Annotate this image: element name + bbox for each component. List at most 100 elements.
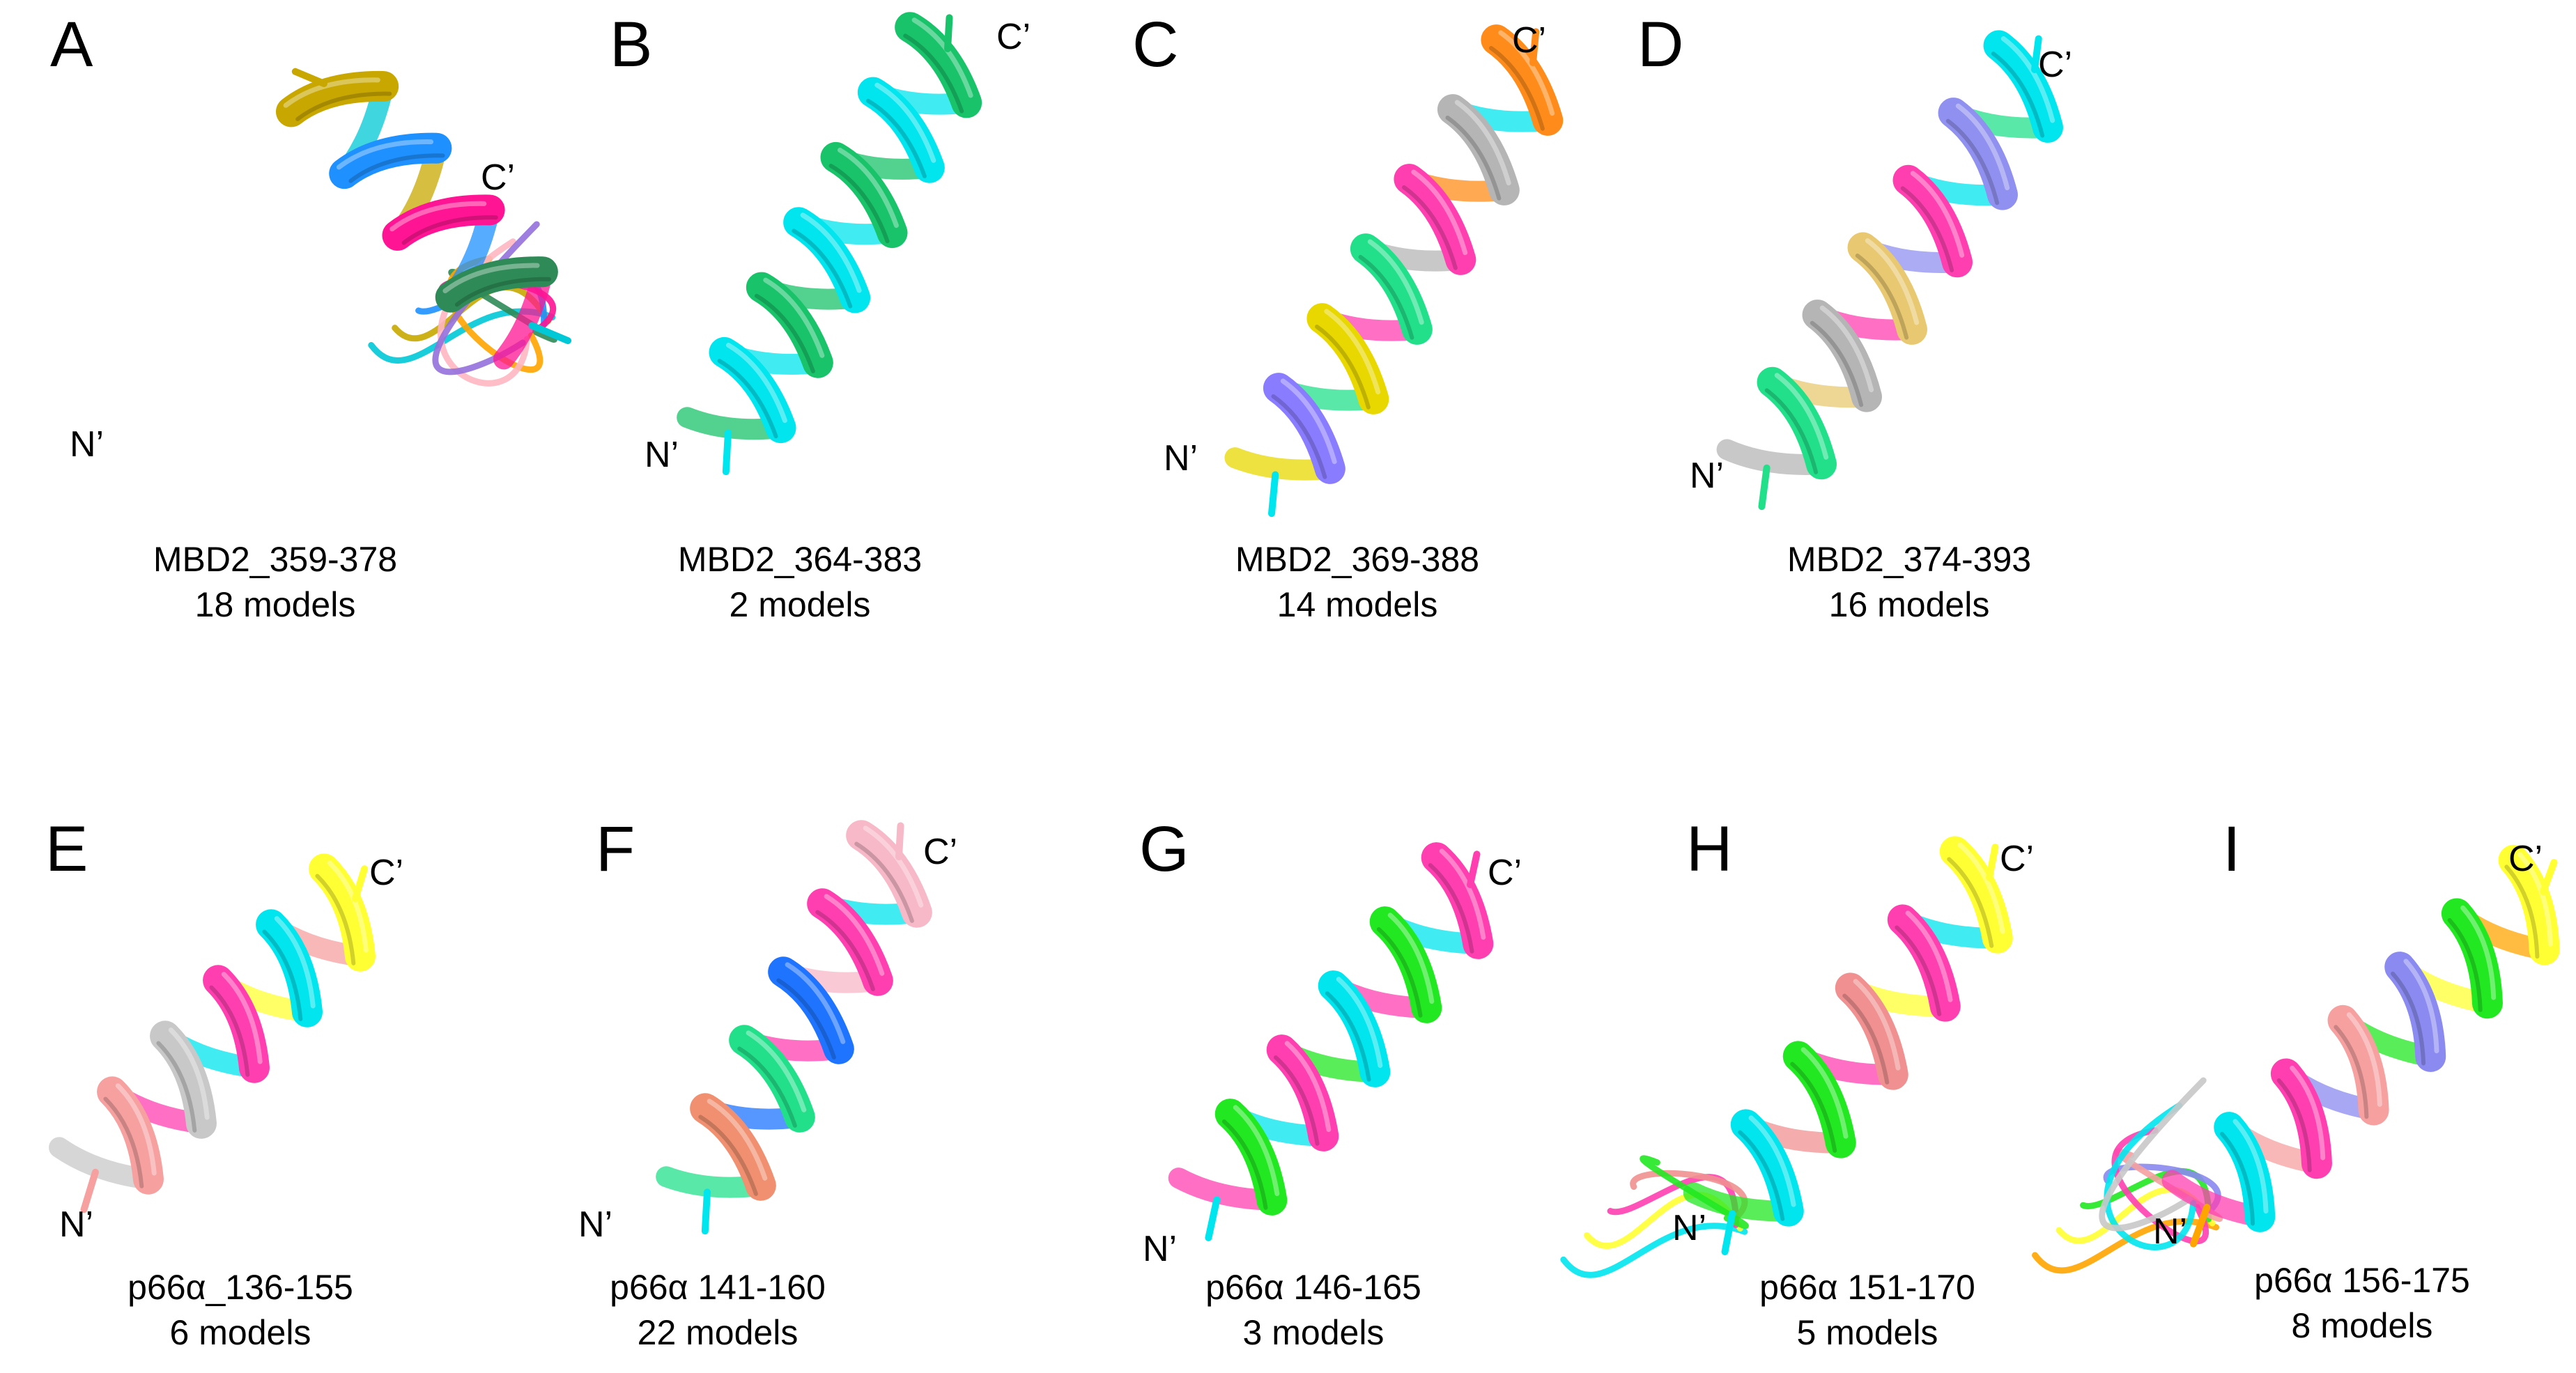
- n-terminal-tail: [1758, 464, 1771, 511]
- helix-ribbon: [1369, 906, 1442, 1023]
- c-terminal-tail: [895, 822, 904, 860]
- panel-a: A C’ N’ MBD2_359-378 18 models: [50, 9, 572, 624]
- helix-highlight: [1748, 1115, 1796, 1207]
- helix-ribbon: [690, 1093, 776, 1201]
- n-terminus-label: N’: [1143, 1229, 1177, 1269]
- n-terminus-label: N’: [578, 1204, 612, 1245]
- helix-shadow: [1273, 1055, 1320, 1146]
- helix-ribbon: [857, 77, 945, 183]
- helix-ribbon: [2270, 1058, 2332, 1179]
- protein-structure-i: [2032, 844, 2560, 1274]
- caption-line-2: 22 models: [638, 1313, 799, 1352]
- helix-ribbon: [1350, 233, 1433, 345]
- helix-ribbon: [2214, 1112, 2276, 1232]
- caption-line-1: MBD2_369-388: [1235, 540, 1479, 579]
- c-terminal-tail: [352, 865, 369, 902]
- n-terminal-tail: [1721, 1210, 1736, 1255]
- n-terminus-label: N’: [645, 435, 679, 475]
- helix-ribbon: [329, 132, 452, 189]
- helix-highlight: [221, 972, 263, 1064]
- helix-ribbon: [256, 909, 323, 1027]
- n-terminal-tail: [528, 322, 572, 345]
- helix-ribbon: [1887, 904, 1961, 1022]
- n-terminus-label: N’: [2153, 1211, 2187, 1252]
- helix-shadow: [2391, 971, 2426, 1066]
- helix-shadow: [754, 293, 815, 373]
- helix-highlight: [2460, 905, 2497, 1000]
- coil-loop: [448, 269, 558, 343]
- helix-highlight: [2346, 1012, 2382, 1107]
- helix-highlight: [1910, 171, 1965, 258]
- helix-ribbon: [1306, 303, 1389, 414]
- helix-shadow: [1445, 116, 1502, 201]
- helix-shadow: [1810, 320, 1864, 408]
- protein-structure-h: [1560, 836, 2013, 1278]
- panel-i: I C’ N’ p66α 156-175 8 models: [2032, 814, 2560, 1345]
- c-terminus-label: C’: [1488, 853, 1522, 893]
- helix-ribbon: [1938, 98, 2018, 210]
- helix-shadow: [1842, 993, 1890, 1085]
- helix-ribbon: [97, 1076, 164, 1195]
- caption-line-2: 5 models: [1797, 1313, 1938, 1352]
- helix-shadow: [717, 359, 778, 439]
- helix-ribbon: [709, 336, 796, 444]
- helix-shadow: [1855, 254, 1909, 340]
- helix-ribbon: [1481, 24, 1564, 136]
- coil-loop: [2104, 1102, 2197, 1250]
- c-terminus-label: C’: [2508, 839, 2543, 879]
- helix-highlight: [1284, 1041, 1332, 1133]
- helix-shadow: [792, 228, 853, 309]
- helix-highlight: [1367, 239, 1424, 325]
- helix-ribbon: [2327, 1004, 2389, 1126]
- helix-shadow: [2447, 918, 2483, 1012]
- helix-shadow: [1895, 925, 1942, 1016]
- helix-highlight: [2403, 959, 2439, 1054]
- helix-shadow: [828, 164, 890, 244]
- protein-structure-f: [656, 820, 932, 1235]
- helix-highlight: [824, 894, 885, 976]
- helix-ribbon: [1892, 164, 1973, 278]
- helix-shadow: [776, 978, 836, 1060]
- caption-line-2: 18 models: [195, 585, 356, 624]
- panel-letter: I: [2223, 814, 2241, 885]
- protein-structure-c: [1224, 24, 1564, 518]
- helix-shadow: [903, 33, 964, 114]
- helix-ribbon: [1730, 1109, 1804, 1227]
- helix-ribbon: [435, 256, 558, 313]
- panel-f: F C’ N’ p66α 141-160 22 models: [578, 814, 957, 1352]
- helix-ribbon: [895, 12, 982, 118]
- c-terminal-tail: [1529, 28, 1540, 66]
- helix-shadow: [2220, 1131, 2255, 1226]
- panel-d: D C’ N’ MBD2_374-393 16 models: [1637, 9, 2072, 624]
- helix-ribbon: [275, 70, 399, 127]
- protein-structure-e: [49, 853, 376, 1213]
- helix-ribbon: [1983, 30, 2063, 143]
- helix-ribbon: [203, 965, 270, 1083]
- protein-structure-a: [275, 68, 572, 387]
- caption-line-1: MBD2_364-383: [678, 540, 922, 579]
- helix-ribbon: [729, 1025, 815, 1133]
- helix-highlight: [1853, 979, 1901, 1071]
- helix-highlight: [1336, 977, 1383, 1069]
- helix-highlight: [707, 1099, 768, 1181]
- c-terminal-tail: [2540, 859, 2558, 895]
- helix-highlight: [874, 82, 936, 163]
- helix-highlight: [1819, 305, 1874, 393]
- helix-shadow: [1325, 991, 1371, 1082]
- caption-line-1: p66α 156-175: [2254, 1261, 2470, 1300]
- helix-shadow: [209, 985, 250, 1077]
- helix-shadow: [454, 277, 552, 307]
- helix-ribbon: [2384, 952, 2446, 1072]
- coil-loop: [2099, 1077, 2207, 1232]
- helix-shadow: [2334, 1025, 2369, 1119]
- helix-highlight: [1387, 913, 1435, 1004]
- helix-ribbon: [1394, 164, 1476, 275]
- helix-ribbon: [820, 141, 908, 249]
- helix-highlight: [1774, 373, 1829, 460]
- helix-highlight: [390, 201, 487, 232]
- helix-ribbon: [382, 194, 505, 251]
- helix-highlight: [1955, 103, 2010, 191]
- c-terminal-tail: [1986, 844, 1999, 881]
- helix-highlight: [837, 147, 899, 228]
- c-terminus-label: C’: [2038, 45, 2072, 85]
